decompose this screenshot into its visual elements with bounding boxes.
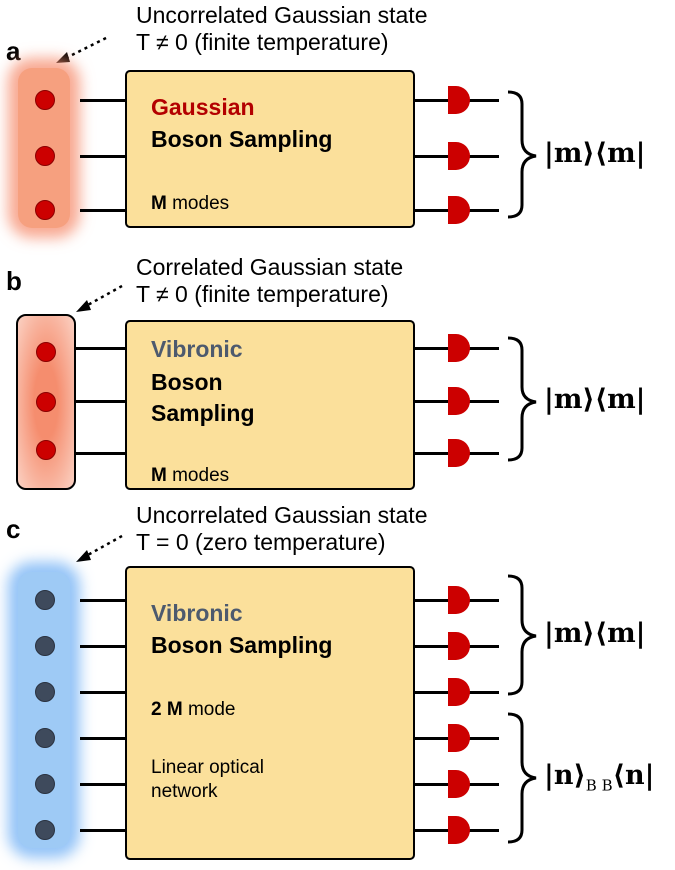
state-caption-a: Uncorrelated Gaussian state T ≠ 0 (finit…: [136, 2, 428, 56]
projector-label-b: |m⟩⟨m|: [544, 384, 646, 415]
box-title: Boson Sampling: [151, 126, 333, 152]
box-title-colored: Vibronic: [151, 336, 243, 362]
detector-icon: [448, 816, 470, 844]
detector-icon: [448, 678, 470, 706]
dashed-arrow-c: [76, 534, 537, 844]
state-caption-line1: Uncorrelated Gaussian state: [136, 502, 428, 528]
input-line: [80, 99, 126, 102]
detector-icon: [448, 196, 470, 224]
input-line: [80, 691, 126, 694]
state-caption-line1: Correlated Gaussian state: [136, 254, 404, 280]
modes-count: M: [151, 465, 167, 486]
input-mode-dot: [35, 590, 55, 610]
box-title-line3: Sampling: [151, 400, 255, 426]
panel-label-a: a: [6, 36, 21, 66]
state-caption-b: Correlated Gaussian state T ≠ 0 (finite …: [136, 254, 403, 308]
input-line: [76, 452, 126, 455]
input-line: [76, 400, 126, 403]
panel-c: c Uncorrelated Gaussian state T = 0 (zer…: [0, 500, 675, 870]
network-label-line1: Linear optical: [151, 757, 265, 778]
projector-bra-n: ⟨n|: [612, 760, 655, 791]
state-caption-line2: T ≠ 0 (finite temperature): [136, 29, 389, 55]
panel-a: a Uncorrelated Gaussian state T ≠ 0 (fin…: [0, 0, 675, 245]
detector-icon: [448, 439, 470, 467]
box-title-colored: Vibronic: [151, 600, 243, 626]
panel-label-b: b: [6, 266, 22, 296]
modes-label: M modes: [151, 192, 229, 216]
detector-icon: [448, 334, 470, 362]
projector-subscript: B B: [585, 776, 613, 795]
modes-unit: mode: [182, 699, 236, 720]
projector-label-c-bottom: |n⟩B B⟨n|: [544, 760, 654, 794]
detector-icon: [448, 770, 470, 798]
state-caption-line2: T = 0 (zero temperature): [136, 529, 386, 555]
detector-icon: [448, 724, 470, 752]
state-caption-c: Uncorrelated Gaussian state T = 0 (zero …: [136, 502, 428, 556]
projector-ket-n: |n⟩: [544, 760, 586, 791]
detector-icon: [448, 387, 470, 415]
modes-label: 2 M mode: [151, 698, 236, 722]
network-label: Linear optical network: [151, 756, 264, 804]
modes-label: M modes: [151, 464, 229, 488]
input-line: [80, 155, 126, 158]
panel-b: b Correlated Gaussian state T ≠ 0 (finit…: [0, 250, 675, 495]
box-title-colored: Gaussian: [151, 94, 255, 120]
state-caption-line1: Uncorrelated Gaussian state: [136, 2, 428, 28]
modes-count: M: [151, 193, 167, 214]
input-line: [80, 829, 126, 832]
input-mode-dot: [35, 682, 55, 702]
input-line: [80, 783, 126, 786]
dashed-arrow-b: [76, 284, 537, 462]
input-mode-dot: [35, 90, 55, 110]
modes-count: 2 M: [151, 699, 183, 720]
boson-sampling-box-a: Gaussian Boson Sampling M modes: [125, 70, 415, 228]
boson-sampling-box-b: Vibronic Boson Sampling M modes: [125, 320, 415, 490]
projector-label-a: |m⟩⟨m|: [544, 138, 646, 169]
input-mode-dot: [35, 146, 55, 166]
input-line: [80, 645, 126, 648]
panel-label-c: c: [6, 514, 21, 544]
input-mode-dot: [35, 200, 55, 220]
detector-icon: [448, 86, 470, 114]
input-mode-dot: [35, 774, 55, 794]
detector-icon: [448, 632, 470, 660]
input-mode-dot: [35, 636, 55, 656]
input-mode-dot: [35, 820, 55, 840]
input-mode-dot: [36, 392, 56, 412]
zero-temperature-state-glow: [18, 572, 70, 848]
detector-icon: [448, 586, 470, 614]
detector-icon: [448, 142, 470, 170]
input-line: [80, 737, 126, 740]
box-title-line2: Boson: [151, 369, 223, 395]
modes-unit: modes: [166, 193, 230, 214]
state-caption-line2: T ≠ 0 (finite temperature): [136, 281, 389, 307]
dashed-arrow-a: [56, 36, 537, 219]
input-line: [80, 599, 126, 602]
boson-sampling-box-c: Vibronic Boson Sampling 2 M mode Linear …: [125, 566, 415, 860]
box-title: Boson Sampling: [151, 632, 333, 658]
input-line: [76, 347, 126, 350]
input-mode-dot: [36, 440, 56, 460]
input-mode-dot: [36, 342, 56, 362]
modes-unit: modes: [166, 465, 230, 486]
network-label-line2: network: [151, 781, 218, 802]
input-line: [80, 209, 126, 212]
input-mode-dot: [35, 728, 55, 748]
projector-label-c-top: |m⟩⟨m|: [544, 618, 646, 649]
